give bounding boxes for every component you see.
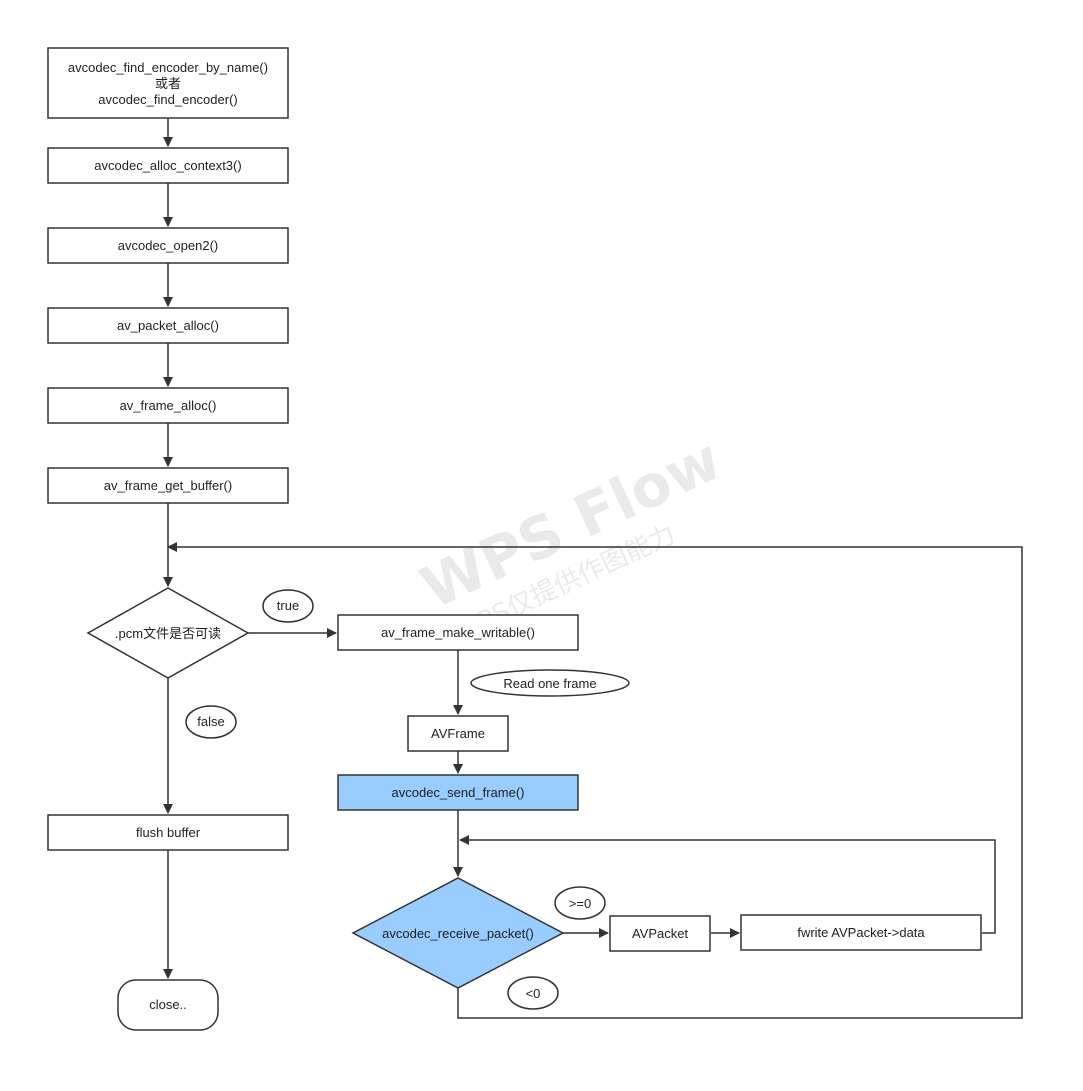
node-make-writable[interactable]: av_frame_make_writable() <box>337 614 579 651</box>
label-true: true <box>262 589 314 623</box>
label-read-one-frame: Read one frame <box>470 669 630 697</box>
arrow-lt-zero-loop-back <box>167 542 1023 1019</box>
node-avpacket[interactable]: AVPacket <box>609 915 711 952</box>
label-true-text: true <box>277 598 299 613</box>
arrow-fwrite-loop-back <box>459 835 996 934</box>
node-avframe[interactable]: AVFrame <box>407 715 509 752</box>
node-packet-alloc-label: av_packet_alloc() <box>117 318 219 333</box>
node-frame-get-buffer-label: av_frame_get_buffer() <box>104 478 232 493</box>
node-alloc-context-label: avcodec_alloc_context3() <box>94 158 241 173</box>
label-lt-zero: <0 <box>507 976 559 1010</box>
node-frame-get-buffer[interactable]: av_frame_get_buffer() <box>47 467 289 504</box>
node-avframe-label: AVFrame <box>431 726 485 741</box>
node-flush-buffer[interactable]: flush buffer <box>47 814 289 851</box>
node-packet-alloc[interactable]: av_packet_alloc() <box>47 307 289 344</box>
node-avpacket-label: AVPacket <box>632 926 689 941</box>
node-make-writable-label: av_frame_make_writable() <box>381 625 535 640</box>
label-ge-zero: >=0 <box>554 886 606 920</box>
node-alloc-context[interactable]: avcodec_alloc_context3() <box>47 147 289 184</box>
node-find-encoder[interactable]: avcodec_find_encoder_by_name() 或者 avcode… <box>47 47 289 119</box>
node-close[interactable]: close.. <box>117 979 219 1031</box>
node-flush-buffer-label: flush buffer <box>136 825 201 840</box>
node-fwrite[interactable]: fwrite AVPacket->data <box>740 914 982 951</box>
node-receive-packet[interactable]: avcodec_receive_packet() <box>351 877 565 989</box>
node-find-encoder-line3: avcodec_find_encoder() <box>98 92 237 107</box>
label-false: false <box>185 705 237 739</box>
node-pcm-readable[interactable]: .pcm文件是否可读 <box>86 587 250 679</box>
node-send-frame[interactable]: avcodec_send_frame() <box>337 774 579 811</box>
node-send-frame-label: avcodec_send_frame() <box>392 785 525 800</box>
node-open2[interactable]: avcodec_open2() <box>47 227 289 264</box>
node-receive-packet-label: avcodec_receive_packet() <box>382 926 534 941</box>
connectors <box>163 118 1023 1019</box>
node-fwrite-label: fwrite AVPacket->data <box>797 925 925 940</box>
node-find-encoder-line1: avcodec_find_encoder_by_name() <box>68 60 268 75</box>
node-frame-alloc-label: av_frame_alloc() <box>120 398 217 413</box>
label-read-one-frame-text: Read one frame <box>503 676 596 691</box>
label-false-text: false <box>197 714 224 729</box>
label-ge-zero-text: >=0 <box>569 896 591 911</box>
node-find-encoder-line2: 或者 <box>155 76 181 91</box>
node-close-label: close.. <box>149 997 187 1012</box>
node-pcm-readable-label: .pcm文件是否可读 <box>115 626 221 641</box>
node-frame-alloc[interactable]: av_frame_alloc() <box>47 387 289 424</box>
node-open2-label: avcodec_open2() <box>118 238 218 253</box>
label-lt-zero-text: <0 <box>526 986 541 1001</box>
